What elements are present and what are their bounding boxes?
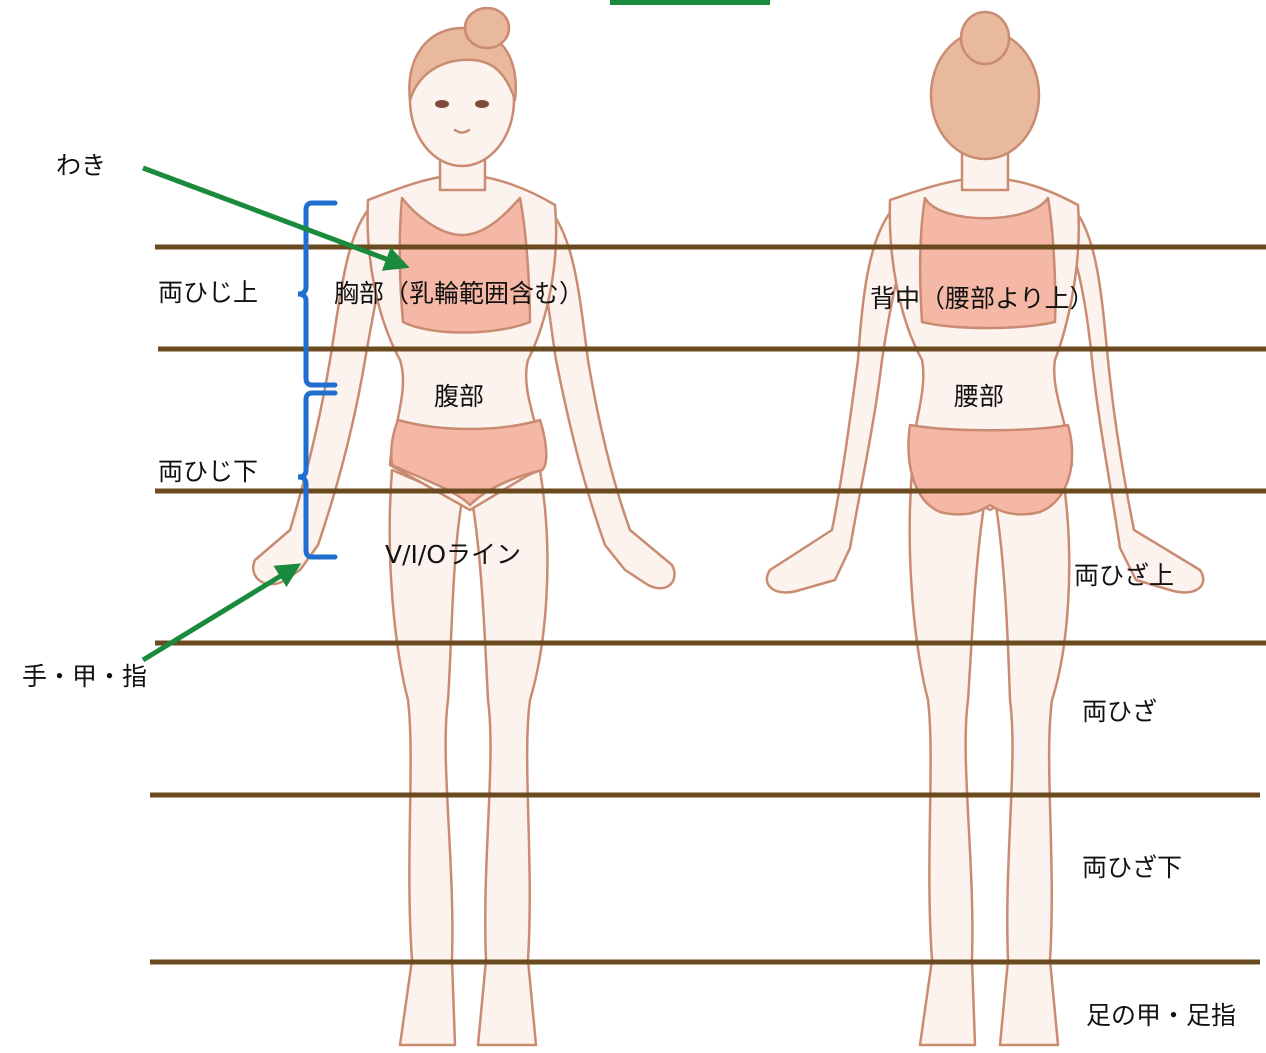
front-right-leg [470,468,549,1047]
front-briefs [390,418,548,507]
back-right-leg [993,468,1071,1047]
top-heading-fragment [610,0,770,5]
back-figure [765,10,1205,1047]
front-eye-left [435,100,449,108]
back-bra [918,196,1057,330]
pointer-arrows [141,165,410,663]
front-left-leg [388,468,464,1047]
label-lower-back: 腰部 [954,382,1005,411]
back-right-arm [1070,208,1205,594]
front-eye-right [475,100,489,108]
label-forearms: 両ひじ下 [158,457,259,486]
back-hair-bun [959,10,1011,66]
label-lower-legs: 両ひざ下 [1082,853,1183,882]
armpit-arrow-icon [142,165,410,271]
divider-lines [150,244,1266,965]
label-feet: 足の甲・足指 [1086,1001,1237,1030]
forearm-bracket-icon [297,390,338,560]
upper-arm-bracket-icon [297,200,338,388]
hand-arrow-icon [141,563,302,663]
elbow-brackets [297,200,338,560]
back-left-arm [765,208,907,594]
label-thighs: 両ひざ上 [1074,561,1175,590]
front-left-arm [252,208,387,586]
label-hands: 手・甲・指 [22,662,148,691]
back-left-leg [908,468,987,1047]
label-upper-arms: 両ひじ上 [158,278,259,307]
label-knees: 両ひざ [1082,697,1158,726]
label-abdomen: 腹部 [434,382,485,411]
label-chest: 胸部（乳輪範囲含む） [334,279,585,308]
front-right-arm [538,208,676,590]
front-hair-bun [463,6,511,50]
front-figure [252,6,676,1047]
front-bra [398,196,532,334]
label-armpit: わき [56,151,107,180]
back-briefs [907,423,1074,516]
label-back: 背中（腰部より上） [870,284,1095,313]
label-vio: V/I/Oライン [385,540,521,569]
front-mouth [453,128,471,134]
